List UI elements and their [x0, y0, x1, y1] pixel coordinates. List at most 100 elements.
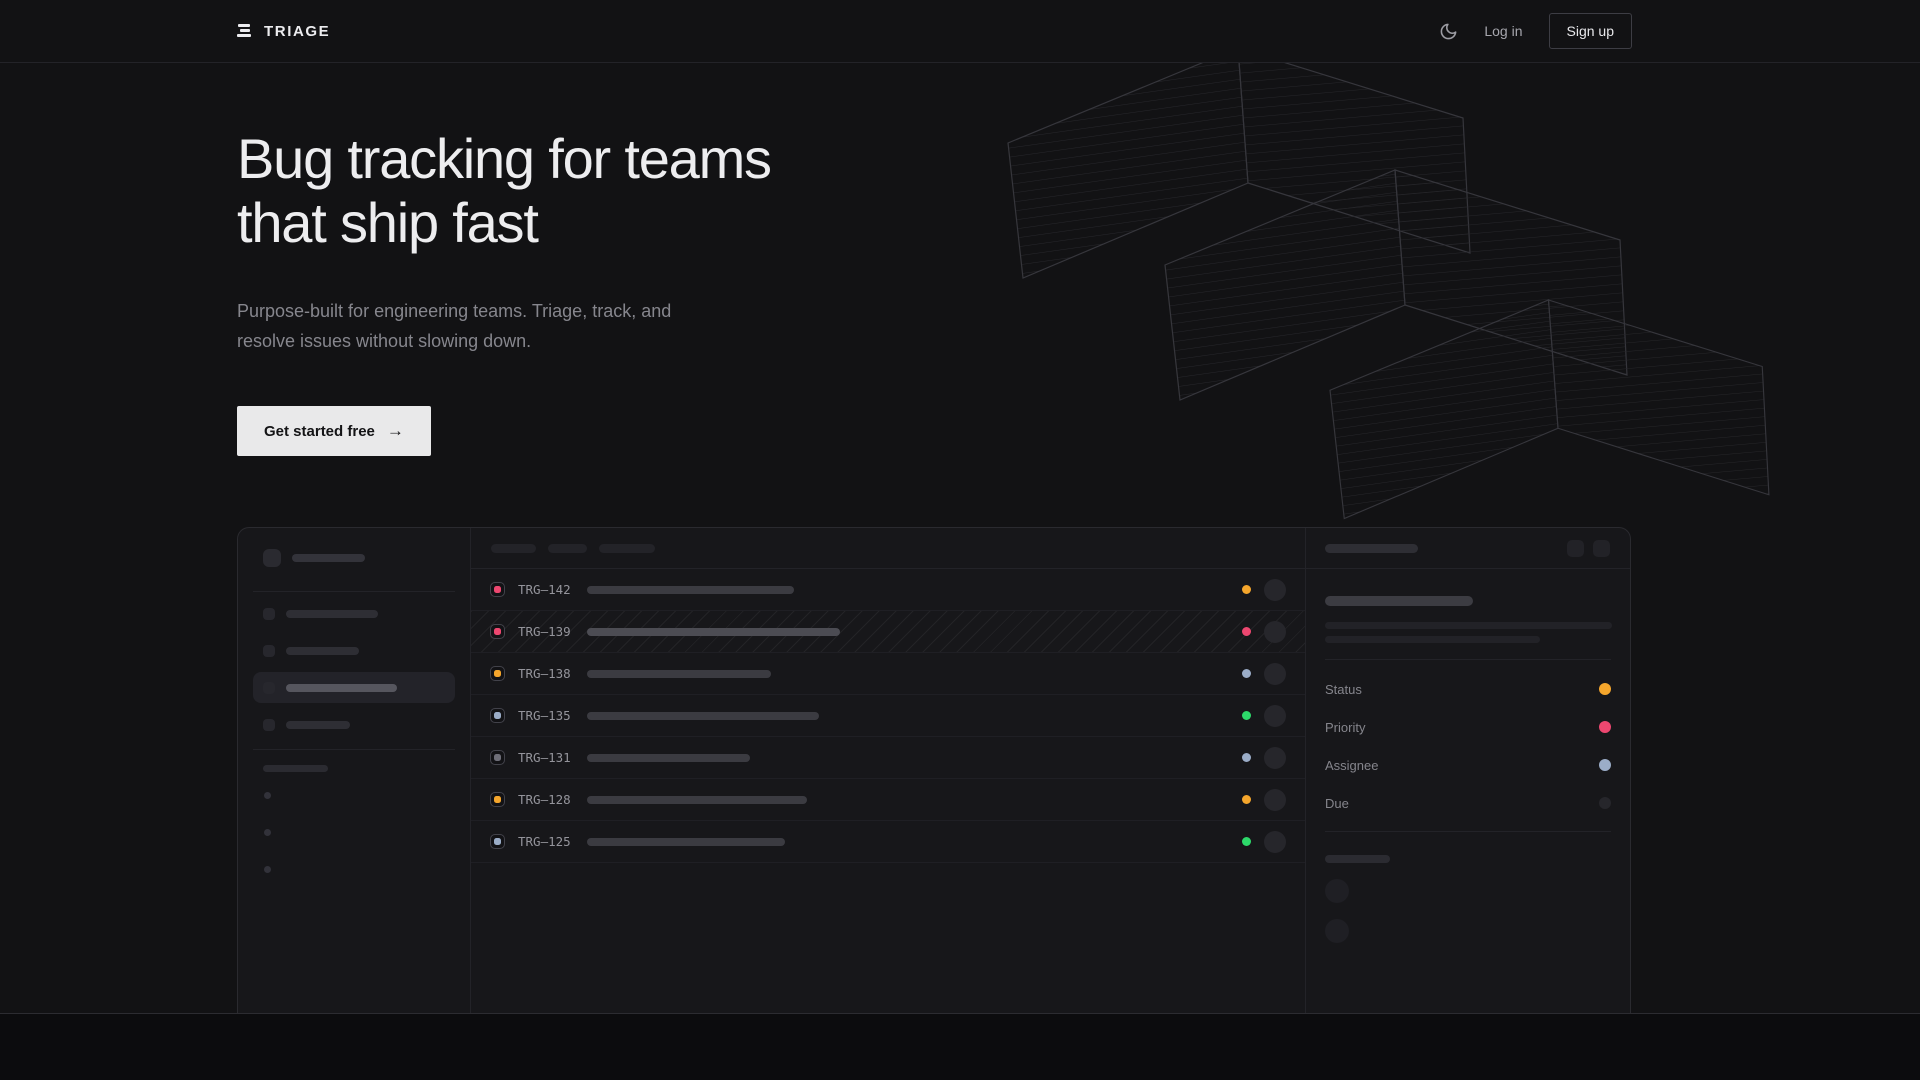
mock-sidebar-divider	[253, 591, 455, 592]
mock-issue-title-placeholder	[587, 795, 807, 804]
mock-issue-type-dot	[494, 838, 501, 845]
mock-issue-row: TRG–138	[471, 653, 1305, 695]
mock-activity-avatars	[1325, 879, 1611, 943]
mock-detail-divider	[1325, 659, 1611, 660]
mock-issue-id: TRG–138	[518, 666, 571, 681]
mock-issue-type-icon	[490, 582, 505, 597]
mock-sidebar-item	[253, 635, 455, 666]
mock-issue-type-dot	[494, 796, 501, 803]
mock-detail-desc-placeholder	[1325, 636, 1540, 643]
mock-issue-id: TRG–131	[518, 750, 571, 765]
hero-heading-line1: Bug tracking for teams	[237, 127, 772, 190]
mock-status-dot	[1242, 837, 1251, 846]
mock-detail-field-label: Status	[1325, 681, 1362, 697]
mock-sidebar-item-icon	[263, 681, 275, 694]
mock-workspace-name-placeholder	[292, 554, 365, 562]
mock-comment-avatar	[1325, 919, 1349, 943]
mock-sidebar-item-label-placeholder	[286, 646, 359, 655]
mock-issue-title-placeholder	[587, 711, 819, 720]
mock-assignee-avatar	[1264, 788, 1286, 811]
arrow-right-icon: →	[386, 421, 404, 440]
mock-detail-action-square	[1567, 539, 1584, 557]
mock-issue-title-placeholder	[587, 585, 794, 594]
mock-sidebar-item-icon	[263, 718, 275, 731]
mock-issue-row: TRG–139	[471, 611, 1305, 653]
mock-issue-type-icon	[490, 792, 505, 807]
mock-issue-type-icon	[490, 834, 505, 849]
hero-subtitle: Purpose-built for engineering teams. Tri…	[237, 301, 672, 351]
mock-filter-pill-placeholder	[548, 543, 587, 553]
mock-issue-id: TRG–128	[518, 792, 571, 807]
mock-workspace-avatar	[263, 549, 281, 567]
mock-detail-field-row: Assignee	[1325, 746, 1611, 784]
get-started-label: Get started free	[264, 422, 375, 440]
mock-detail-field-dot	[1599, 721, 1611, 733]
mock-issue-type-icon	[490, 624, 505, 639]
triage-logo-bars-icon	[237, 24, 251, 37]
signup-button[interactable]: Sign up	[1548, 13, 1632, 49]
mock-sidebar-item	[253, 598, 455, 629]
mock-issue-type-dot	[494, 754, 501, 761]
navbar: TRIAGE Log in Sign up	[0, 0, 1920, 63]
mock-issue-type-dot	[494, 628, 501, 635]
mock-issue-id: TRG–142	[518, 582, 571, 597]
mock-sidebar-item-icon	[263, 644, 275, 657]
mock-detail-divider	[1325, 831, 1611, 832]
mock-sidebar	[238, 528, 471, 1013]
mock-detail-header	[1306, 528, 1630, 569]
mock-detail-field-row: Status	[1325, 670, 1611, 708]
mock-detail-field-row: Priority	[1325, 708, 1611, 746]
mock-sidebar-divider	[253, 749, 455, 750]
mock-issue-row: TRG–128	[471, 779, 1305, 821]
login-button[interactable]: Log in	[1484, 23, 1523, 39]
mock-issue-title-placeholder	[587, 753, 750, 762]
mock-sidebar-item	[253, 709, 455, 740]
mock-detail-field-dot	[1599, 797, 1611, 809]
mock-status-dot	[1242, 795, 1251, 804]
mock-issue-type-dot	[494, 670, 501, 677]
mock-issue-id: TRG–125	[518, 834, 571, 849]
mock-issue-row: TRG–135	[471, 695, 1305, 737]
mock-detail-title-placeholder	[1325, 596, 1473, 606]
mock-issue-title-placeholder	[587, 837, 785, 846]
mock-issue-type-icon	[490, 750, 505, 765]
mock-assignee-avatar	[1264, 746, 1286, 769]
mock-sidebar-item-label-placeholder	[286, 683, 397, 692]
mock-issue-title-placeholder	[587, 669, 771, 678]
mock-assignee-avatar	[1264, 830, 1286, 853]
mock-sidebar-item	[253, 672, 455, 703]
mock-issue-row: TRG–142	[471, 569, 1305, 611]
mock-issue-type-icon	[490, 708, 505, 723]
brand-name: TRIAGE	[264, 22, 331, 40]
moon-icon	[1440, 23, 1457, 39]
mock-issue-id: TRG–139	[518, 624, 571, 639]
brand[interactable]: TRIAGE	[237, 23, 330, 40]
mock-project-dot	[264, 792, 271, 799]
mock-issue-row: TRG–131	[471, 737, 1305, 779]
mock-assignee-avatar	[1264, 662, 1286, 685]
wireframe-planes-decoration	[1007, 47, 1770, 520]
mock-detail-action-square	[1593, 539, 1610, 557]
mock-status-dot	[1242, 627, 1251, 636]
mock-detail-field-dot	[1599, 759, 1611, 771]
mock-sidebar-nav	[253, 598, 455, 740]
mock-assignee-avatar	[1264, 704, 1286, 727]
mock-detail-field-label: Assignee	[1325, 757, 1379, 773]
footer	[0, 1013, 1920, 1080]
mock-filter-pill-placeholder	[599, 543, 655, 553]
mock-status-dot	[1242, 669, 1251, 678]
mock-detail-field-label: Due	[1325, 795, 1349, 811]
mock-issue-type-dot	[494, 712, 501, 719]
mock-workspace-row	[253, 549, 455, 567]
get-started-button[interactable]: Get started free →	[237, 406, 431, 456]
theme-toggle-button[interactable]	[1439, 22, 1458, 41]
mock-issue-id: TRG–135	[518, 708, 571, 723]
hero-heading-line2: that ship fast	[237, 191, 539, 254]
mock-issue-row: TRG–125	[471, 821, 1305, 863]
mock-project-dots	[253, 792, 455, 873]
